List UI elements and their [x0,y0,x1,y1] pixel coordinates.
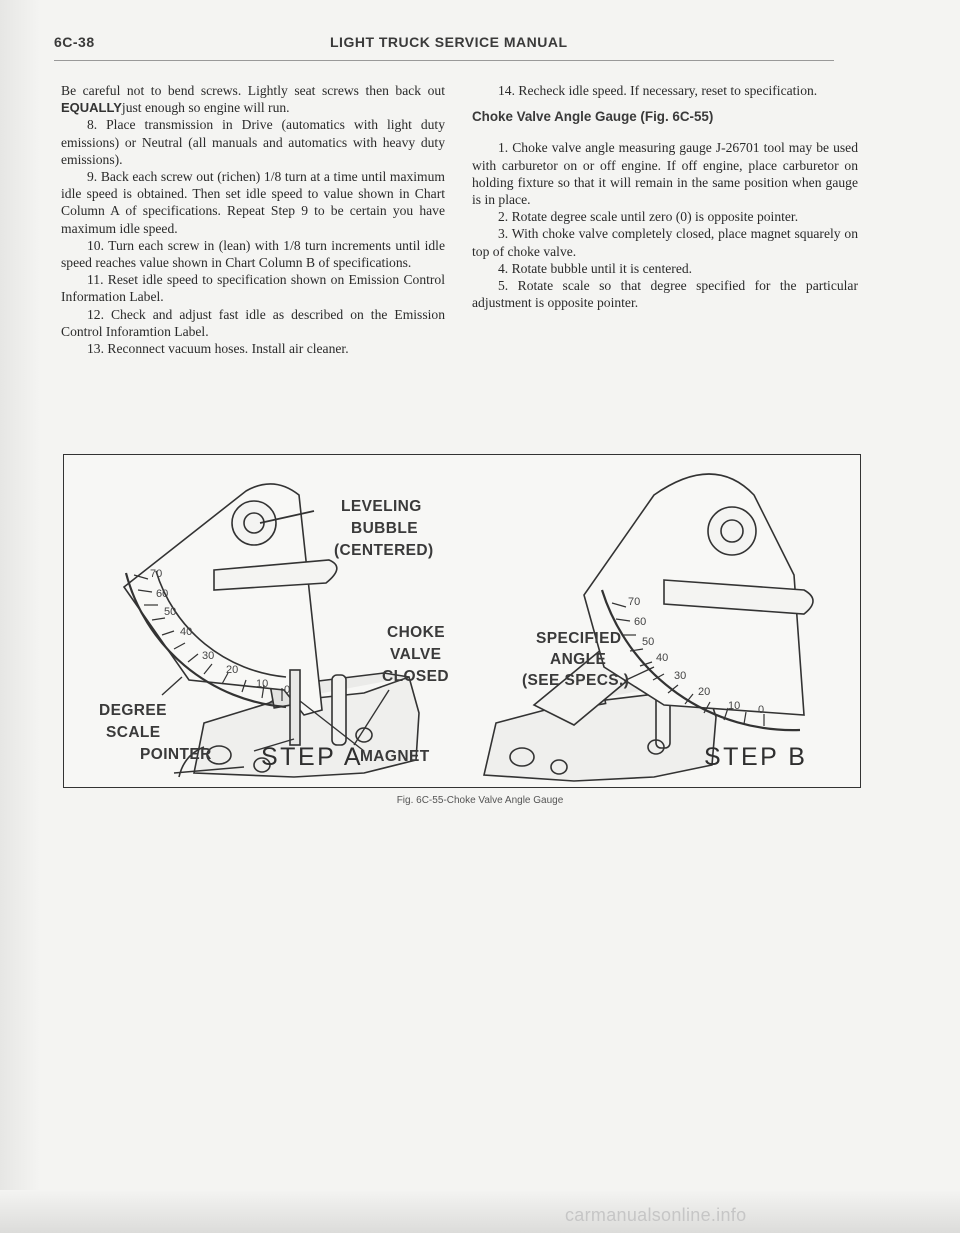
gauge-step-1: 1. Choke valve angle measuring gauge J-2… [472,140,858,208]
watermark: carmanualsonline.info [565,1205,747,1225]
tick-50: 50 [642,636,654,648]
keyword-equally: EQUALLY [61,100,122,116]
choke-shaft-a [331,674,347,746]
right-text-column: 14. Recheck idle speed. If necessary, re… [472,82,858,311]
degree-dial-inner-a [155,570,287,678]
screw-a1 [206,745,232,765]
tick-40: 40 [656,652,668,664]
label-specified: SPECIFIED [536,630,621,647]
step-10: 10. Turn each screw in (lean) with 1/8 t… [61,237,445,271]
bubble-b [720,519,744,543]
step-11: 11. Reset idle speed to specification sh… [61,272,445,305]
tick-60: 60 [156,588,168,600]
degree-dial-a [124,572,287,709]
gauge-illustration: 70 60 50 40 30 20 10 0 70 60 50 40 30 20… [99,473,814,782]
leader-degree-scale [161,676,183,696]
scale-numbers-b: 70 60 50 40 30 20 10 0 [628,596,764,716]
tick-70: 70 [628,596,640,608]
gauge-step-2: 2. Rotate degree scale until zero (0) is… [498,209,799,225]
header-rule [54,60,834,61]
tick-marks-a [133,574,283,701]
carburetor-body-a [193,675,420,778]
label-angle: ANGLE [550,651,606,668]
label-leveling: LEVELING [341,498,422,515]
label-bubble: BUBBLE [351,520,418,537]
scale-numbers-a: 70 60 50 40 30 20 10 0 [150,568,290,696]
screw-b3 [647,739,665,755]
tick-20: 20 [226,664,238,676]
step-8: 8. Place transmission in Drive (automati… [61,117,445,167]
step-13: 13. Reconnect vacuum hoses. Install air … [87,341,349,357]
manual-title: LIGHT TRUCK SERVICE MANUAL [330,34,568,50]
gauge-step-4: 4. Rotate bubble until it is centered. [498,260,693,276]
bubble-housing-a [231,500,277,546]
label-centered: (CENTERED) [334,542,434,559]
leader-magnet [299,700,365,752]
bubble-housing-b [707,506,757,556]
step-9: 9. Back each screw out (richen) 1/8 turn… [61,169,445,236]
page-number: 6C-38 [54,34,95,50]
leader-specified-angle [623,666,655,682]
section-title: Choke Valve Angle Gauge (Fig. 6C-55) [472,109,714,125]
level-arm-a [213,559,338,591]
page-header: 6C-38 LIGHT TRUCK SERVICE MANUAL [54,34,854,54]
leader-choke-valve [353,689,390,746]
tick-30: 30 [202,650,214,662]
gauge-step-5: 5. Rotate scale so that degree specified… [472,278,858,311]
tick-30: 30 [674,670,686,682]
tick-20: 20 [698,686,710,698]
screw-b1 [509,747,535,767]
paragraph-equally: Be careful not to bend screws. Lightly s… [61,82,445,116]
text-run: Be careful not to bend screws. Lightly s… [61,83,445,98]
tick-10: 10 [256,678,268,690]
tick-10: 10 [728,700,740,712]
figure-caption: Fig. 6C-55-Choke Valve Angle Gauge [396,795,564,806]
label-pointer: POINTER [140,746,212,763]
level-arm-b [663,579,814,615]
tick-0: 0 [758,704,764,716]
label-valve: VALVE [390,646,441,663]
page-bottom-shadow [0,1190,960,1233]
leader-pointer [253,738,295,752]
gauge-step-3: 3. With choke valve completely closed, p… [472,226,858,259]
left-text-column: Be careful not to bend screws. Lightly s… [61,82,445,357]
tick-70: 70 [150,568,162,580]
label-closed: CLOSED [382,668,449,685]
label-see-specs: (SEE SPECS.) [522,672,629,689]
screw-b2 [550,759,568,775]
tick-60: 60 [634,616,646,628]
leader-leveling-bubble [259,510,315,524]
page-edge-shadow [0,0,40,1233]
text-run: just enough so engine will run. [121,100,290,116]
degree-dial-b [600,589,801,732]
figure-choke-valve-angle-gauge: 70 60 50 40 30 20 10 0 70 60 50 40 30 20… [63,454,861,788]
label-degree: DEGREE [99,702,167,719]
tick-marks-b [611,602,765,726]
step-14: 14. Recheck idle speed. If necessary, re… [498,83,818,98]
label-magnet: MAGNET [360,748,430,765]
tick-40: 40 [180,626,192,638]
pointer-a [289,669,301,746]
tick-0: 0 [284,684,290,696]
label-step-a: STEP A [261,743,363,771]
linkage-a [173,746,245,778]
label-choke: CHOKE [387,624,445,641]
label-scale: SCALE [106,724,161,741]
label-step-b: STEP B [704,743,807,771]
screw-a2 [253,757,271,773]
step-12: 12. Check and adjust fast idle as descri… [61,306,445,339]
tick-50: 50 [164,606,176,618]
